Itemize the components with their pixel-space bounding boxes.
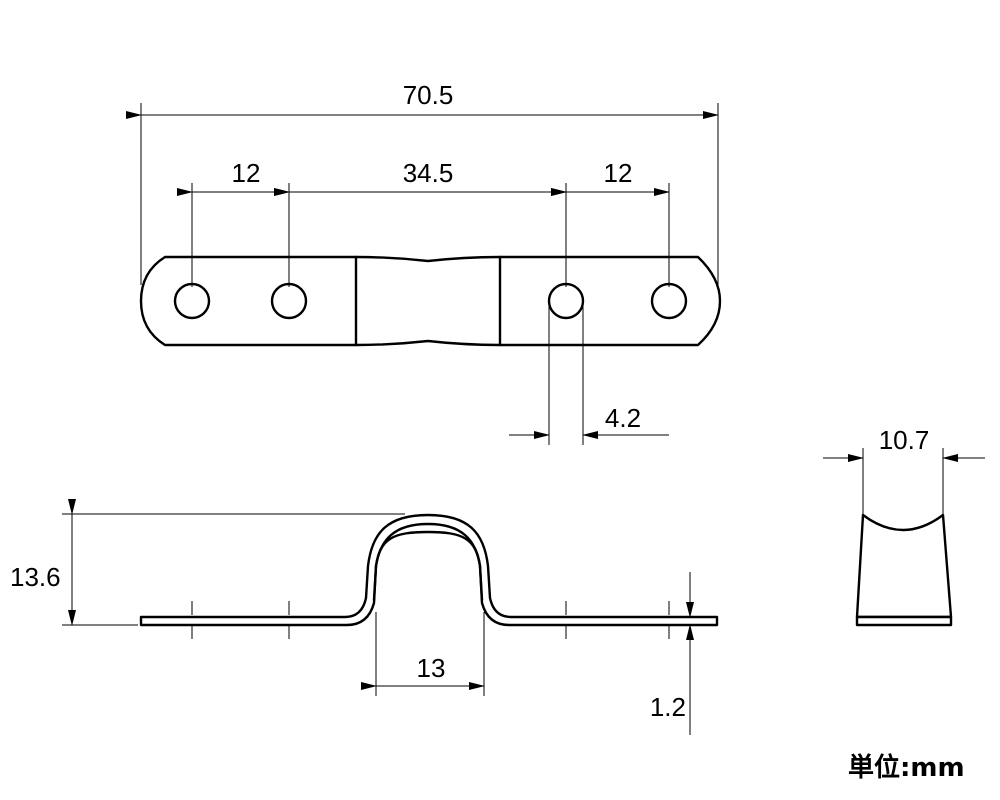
dim-hole-diameter-label: 4.2 bbox=[605, 403, 641, 433]
side-view bbox=[855, 513, 953, 627]
dim-thickness: 1.2 bbox=[650, 572, 694, 735]
dim-hole-span-center-label: 34.5 bbox=[403, 158, 454, 188]
mounting-hole-4 bbox=[650, 282, 688, 320]
dim-hole-diameter: 4.2 bbox=[509, 301, 669, 445]
dim-hole-pitches: 12 34.5 12 bbox=[177, 158, 670, 287]
dim-inner-width: 13 bbox=[361, 612, 485, 696]
front-view-inner-bend-line bbox=[372, 522, 484, 602]
dim-overall-length-label: 70.5 bbox=[403, 80, 454, 110]
front-view-profile bbox=[139, 513, 719, 627]
unit-label: 単位:mm bbox=[848, 752, 965, 783]
dim-thickness-label: 1.2 bbox=[650, 692, 686, 722]
top-view bbox=[139, 255, 722, 347]
mounting-hole-3 bbox=[547, 282, 585, 320]
dim-overall-height: 13.6 bbox=[10, 499, 405, 626]
side-view-outline bbox=[855, 513, 953, 619]
dim-strap-width-label: 10.7 bbox=[879, 425, 930, 455]
mounting-hole-1 bbox=[173, 282, 211, 320]
mounting-hole-2 bbox=[270, 282, 308, 320]
top-view-outline bbox=[139, 255, 722, 347]
dim-overall-length: 70.5 bbox=[126, 80, 719, 285]
dim-strap-width: 10.7 bbox=[823, 425, 985, 515]
side-view-base bbox=[855, 615, 953, 627]
dim-overall-height-label: 13.6 bbox=[10, 562, 61, 592]
dim-inner-width-label: 13 bbox=[417, 653, 446, 683]
front-view bbox=[139, 513, 719, 645]
dim-hole-pitch-right-label: 12 bbox=[604, 158, 633, 188]
dim-hole-pitch-left-label: 12 bbox=[232, 158, 261, 188]
